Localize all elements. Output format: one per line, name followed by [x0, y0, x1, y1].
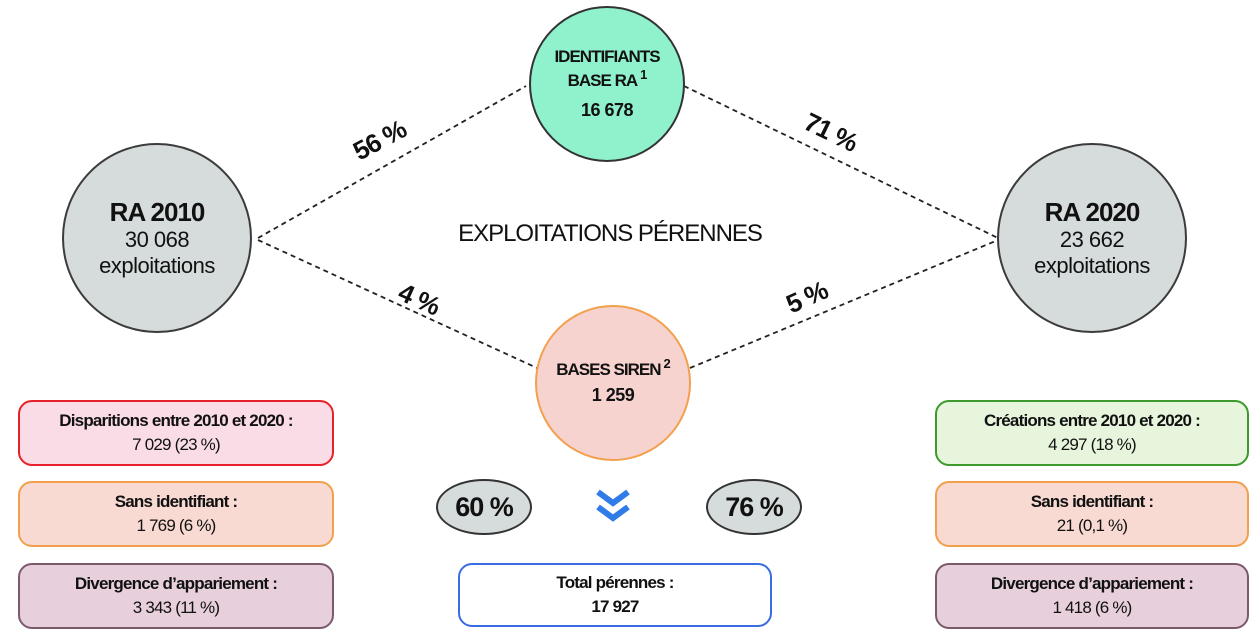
base-ra-footnote: 1	[640, 67, 647, 83]
total-perennial-box: Total pérennes : 17 927	[458, 563, 772, 627]
ra2010-count: 30 068	[124, 227, 190, 252]
ra2010-node: RA 2010 30 068 exploitations	[62, 143, 252, 333]
right-no-identifier-value: 21 (0,1 %)	[1056, 516, 1128, 535]
siren-footnote: 2	[663, 356, 671, 372]
base-ra-line1: IDENTIFIANTS	[554, 47, 660, 66]
siren-value: 1 259	[591, 385, 635, 405]
creations-value: 4 297 (18 %)	[1048, 435, 1137, 454]
right-no-identifier-label: Sans identifiant :	[1030, 492, 1154, 511]
base-ra-value: 16 678	[580, 100, 634, 120]
ra2010-title: RA 2010	[109, 197, 206, 227]
link-ra2010-siren	[257, 239, 538, 369]
center-title: EXPLOITATIONS PÉRENNES	[458, 220, 763, 247]
ra2010-unit: exploitations	[99, 253, 215, 278]
right-percent-pill: 76 %	[706, 479, 802, 535]
ra2020-unit: exploitations	[1034, 253, 1150, 278]
left-no-identifier-box: Sans identifiant : 1 769 (6 %)	[18, 481, 334, 547]
disappearances-box: Disparitions entre 2010 et 2020 : 7 029 …	[18, 400, 334, 466]
siren-label: BASES SIREN	[556, 360, 661, 379]
creations-label: Créations entre 2010 et 2020 :	[983, 411, 1201, 430]
base-ra-line2: BASE RA	[567, 71, 639, 90]
ra2020-title: RA 2020	[1044, 197, 1141, 227]
left-no-identifier-value: 1 769 (6 %)	[136, 516, 216, 535]
right-divergence-box: Divergence d’appariement : 1 418 (6 %)	[935, 563, 1249, 629]
link-siren-ra2020	[689, 239, 999, 369]
double-chevron-down-icon	[596, 489, 630, 522]
left-divergence-value: 3 343 (11 %)	[132, 598, 220, 617]
right-divergence-label: Divergence d’appariement :	[990, 574, 1194, 593]
link-base-ra-ra2020	[683, 85, 999, 239]
left-divergence-box: Divergence d’appariement : 3 343 (11 %)	[18, 563, 334, 629]
disappearances-label: Disparitions entre 2010 et 2020 :	[59, 411, 293, 430]
right-no-identifier-box: Sans identifiant : 21 (0,1 %)	[935, 481, 1249, 547]
left-percent-pill: 60 %	[436, 479, 532, 535]
left-divergence-label: Divergence d’appariement :	[74, 574, 278, 593]
left-no-identifier-label: Sans identifiant :	[114, 492, 238, 511]
disappearances-value: 7 029 (23 %)	[132, 435, 221, 454]
ra2020-count: 23 662	[1059, 227, 1125, 252]
right-divergence-value: 1 418 (6 %)	[1052, 598, 1132, 617]
link-ra2010-base-ra	[257, 85, 527, 239]
creations-box: Créations entre 2010 et 2020 : 4 297 (18…	[935, 400, 1249, 466]
total-value: 17 927	[591, 597, 639, 616]
ra2020-node: RA 2020 23 662 exploitations	[997, 143, 1187, 333]
total-label: Total pérennes :	[556, 573, 674, 592]
